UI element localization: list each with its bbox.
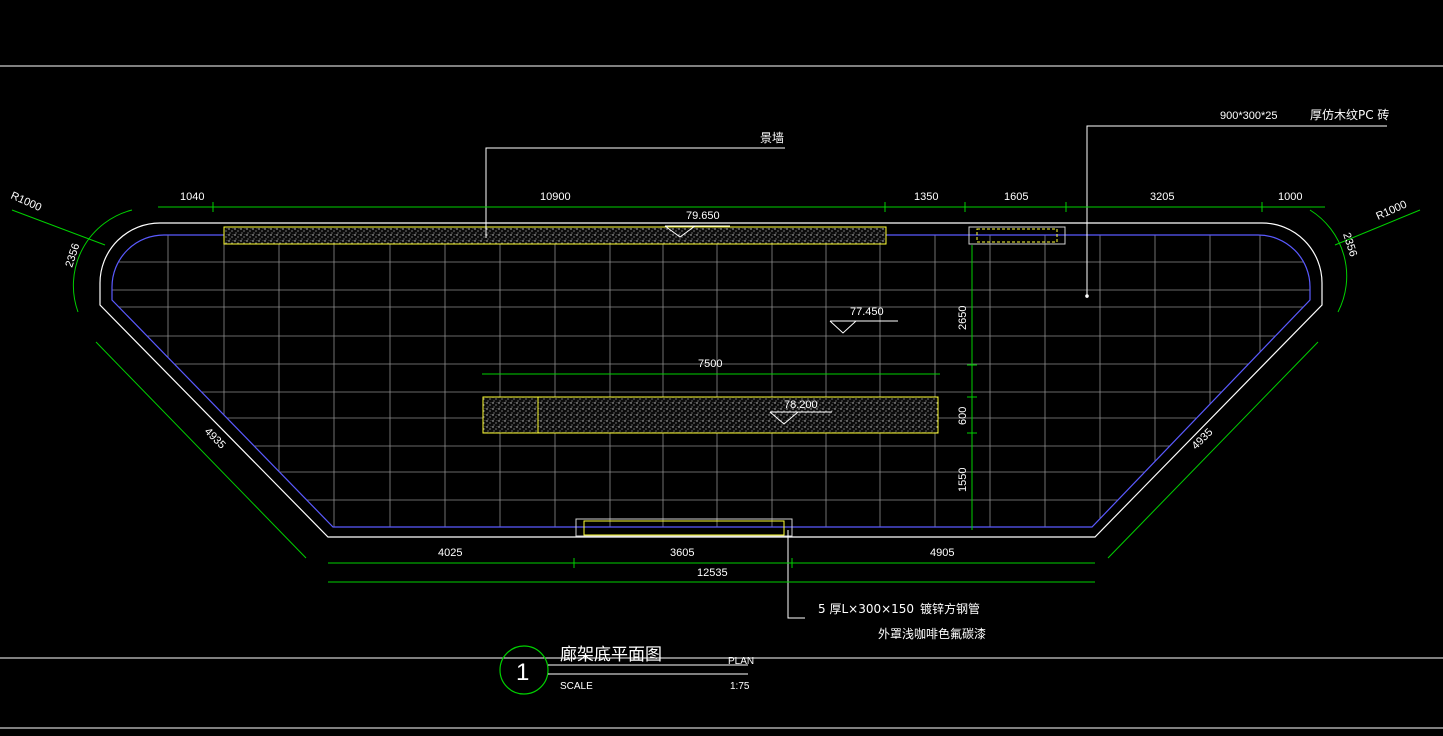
dim-top-5: 3205 xyxy=(1150,191,1174,203)
title-block: 1 廊架底平面图 PLAN SCALE 1:75 xyxy=(499,645,754,695)
top-steel-inner xyxy=(976,228,1058,243)
title-number-circle xyxy=(499,645,549,695)
platform-outline-inner xyxy=(111,234,1311,528)
arc-dim-left xyxy=(72,209,133,313)
steel-name: 镀锌方钢管 xyxy=(920,601,980,616)
dim-bottom-total: 12535 xyxy=(697,567,728,579)
feature-wall-hatch xyxy=(223,226,887,245)
dim-bottom-2: 3605 xyxy=(670,547,694,559)
scale-value: 1:75 xyxy=(730,681,750,692)
tile-spec-size: 900*300*25 xyxy=(1220,110,1278,122)
feature-wall-label: 景墙 xyxy=(760,131,784,145)
elevation-bench: 78.200 xyxy=(784,399,818,411)
title-number: 1 xyxy=(516,659,529,686)
leader-lines xyxy=(485,125,1387,619)
dim-left-diagonal: 4935 xyxy=(202,426,228,452)
bottom-steel-inner xyxy=(583,520,785,536)
dim-top-3: 1350 xyxy=(914,191,938,203)
dim-top-1: 1040 xyxy=(180,191,204,203)
dim-bottom-3: 4905 xyxy=(930,547,954,559)
steel-finish: 外罩浅咖啡色氟碳漆 xyxy=(878,626,986,641)
elevation-top-wall: 79.650 xyxy=(686,210,720,222)
top-steel-frame xyxy=(968,226,1066,245)
dim-right-diagonal: 4935 xyxy=(1190,426,1216,452)
bench-hatch xyxy=(482,396,939,434)
dimension-lines xyxy=(11,202,1421,583)
elevation-markers xyxy=(664,225,898,425)
dim-top-2: 10900 xyxy=(540,191,571,203)
steel-spec: 5 厚L×300×150 xyxy=(818,602,914,616)
dim-bottom-1: 4025 xyxy=(438,547,462,559)
dim-vertical-1: 2650 xyxy=(957,306,969,330)
dim-bench-length: 7500 xyxy=(698,358,722,370)
dim-vertical-2: 600 xyxy=(957,407,969,425)
plan-label: PLAN xyxy=(728,656,754,667)
dim-vertical-3: 1550 xyxy=(957,468,969,492)
leader-dot-tile xyxy=(1085,294,1089,298)
dim-top-4: 1605 xyxy=(1004,191,1028,203)
title-text: 廊架底平面图 xyxy=(560,645,662,665)
platform-outline-outer xyxy=(99,222,1323,538)
bottom-steel-frame xyxy=(575,518,793,537)
radius-right-label: R1000 xyxy=(1374,199,1408,223)
scale-label: SCALE xyxy=(560,681,593,692)
arc-dim-right xyxy=(1309,209,1348,313)
dim-top-6: 1000 xyxy=(1278,191,1302,203)
arc-right-label: 2356 xyxy=(1340,231,1359,258)
elevation-floor: 77.450 xyxy=(850,306,884,318)
tile-spec-name: 厚仿木纹PC 砖 xyxy=(1310,107,1389,122)
